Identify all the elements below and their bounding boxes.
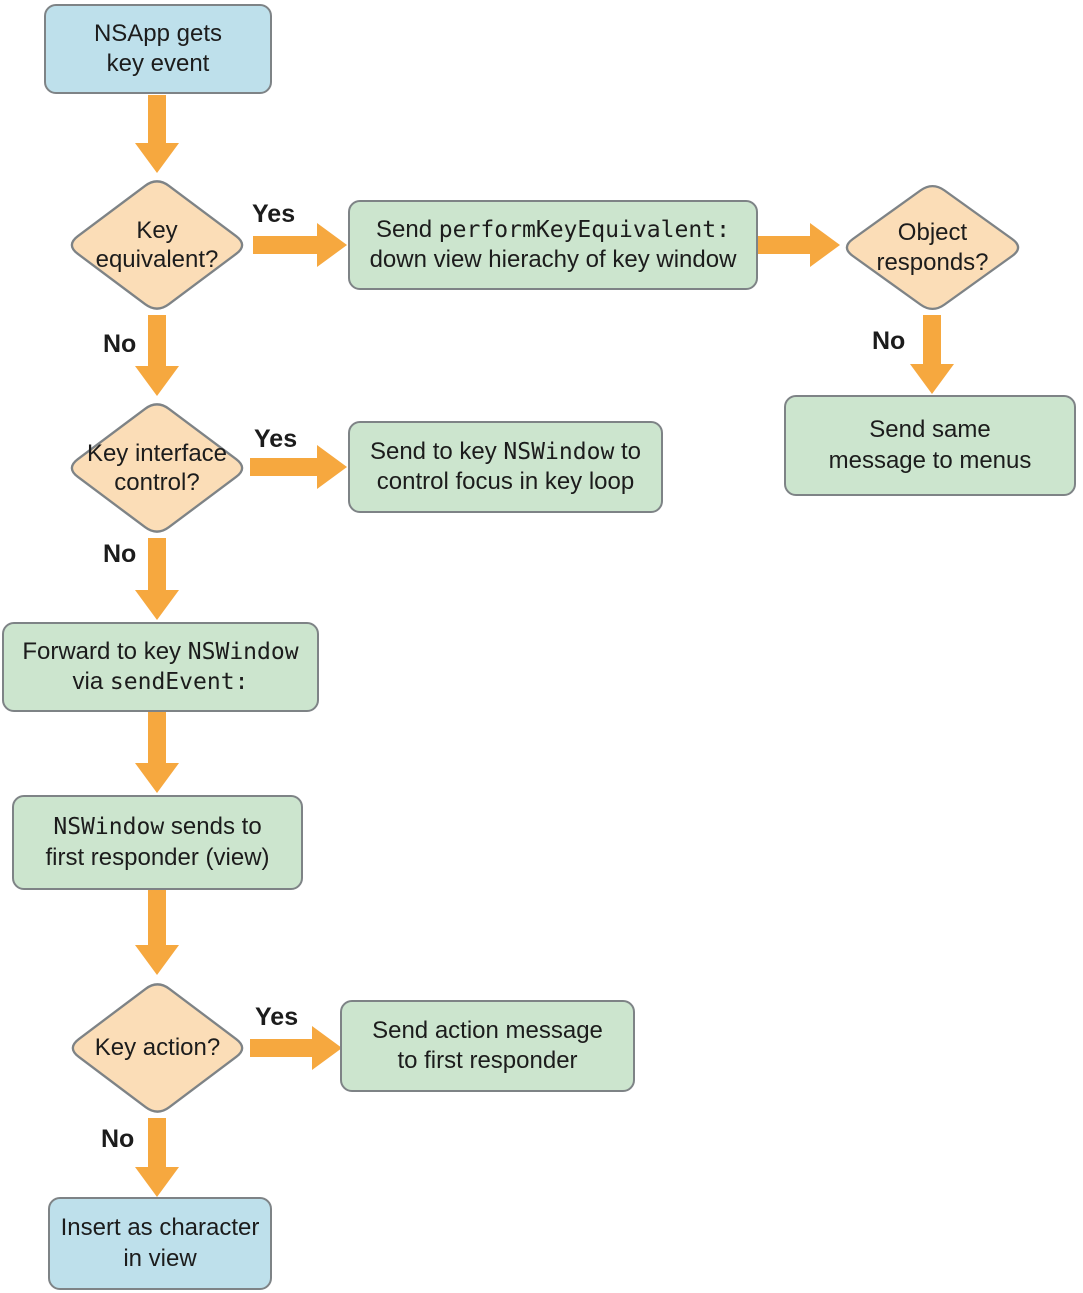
- node-send-same-message-to-menus: Send same message to menus: [784, 395, 1076, 496]
- node-nswindow-sends-to-first-responder: NSWindow sends to first responder (view): [12, 795, 303, 890]
- node-send-performkeyequivalent: Send performKeyEquivalent: down view hie…: [348, 200, 758, 290]
- arrow-key-equivalent-yes-head: [317, 223, 347, 267]
- diamond-shape: [70, 403, 244, 533]
- arrow-key-interface-yes-shaft: [250, 458, 317, 476]
- arrow-object-responds-no-head: [910, 364, 954, 394]
- code-segment: NSWindow: [187, 638, 299, 665]
- node-text-line: message to menus: [828, 446, 1032, 474]
- arrow-key-action-no-head: [135, 1167, 179, 1197]
- node-text-line: NSApp gets: [93, 19, 223, 47]
- node-text-line: control focus in key loop: [376, 468, 635, 495]
- decision-text-line: Key interface: [86, 439, 228, 467]
- text-segment: Forward to key: [22, 637, 188, 665]
- arrow-key-interface-no-shaft: [148, 538, 166, 590]
- node-send-action-message: Send action message to first responder: [340, 1000, 635, 1092]
- arrow-perform-to-object-responds-head: [810, 223, 840, 267]
- node-text-line: key event: [106, 50, 210, 77]
- node-text-line: to first responder: [397, 1047, 578, 1074]
- arrow-nsapp-to-key-equivalent-shaft: [148, 95, 166, 145]
- decision-text-line: equivalent?: [95, 246, 219, 273]
- no-label-key-action: No: [101, 1125, 135, 1153]
- decision-text-line: control?: [114, 469, 200, 496]
- node-send-to-key-nswindow: Send to key NSWindow to control focus in…: [348, 421, 663, 513]
- node-insert-as-character: Insert as character in view: [48, 1197, 272, 1290]
- node-text-line: via sendEvent:: [72, 667, 248, 697]
- yes-label-key-equivalent: Yes: [252, 200, 296, 228]
- diamond-shape: [71, 983, 244, 1113]
- node-text-line: Forward to key NSWindow: [22, 637, 298, 667]
- no-label-key-equivalent: No: [103, 330, 137, 358]
- decision-text-line: Object: [897, 219, 968, 247]
- code-segment: NSWindow: [503, 438, 615, 465]
- no-label-key-interface: No: [103, 540, 137, 568]
- text-segment: Send to key: [369, 437, 504, 465]
- decision-key-equivalent: Key equivalent?: [64, 175, 250, 315]
- node-text-line: Send performKeyEquivalent:: [376, 215, 730, 245]
- decision-text: Key interface control?: [87, 439, 227, 498]
- code-segment: performKeyEquivalent:: [438, 216, 730, 243]
- diamond-shape: [70, 180, 244, 310]
- node-text-line: Send same: [869, 416, 991, 444]
- decision-text-line: responds?: [876, 248, 989, 276]
- arrow-nswindow-sends-to-key-action-head: [135, 945, 179, 975]
- text-segment: sends to: [164, 813, 262, 841]
- arrow-key-action-no-shaft: [148, 1118, 166, 1167]
- node-text-line: Insert as character: [60, 1214, 260, 1242]
- decision-text: Key action?: [95, 1033, 220, 1062]
- arrow-key-equivalent-no-head: [135, 366, 179, 396]
- arrow-nswindow-sends-to-key-action-shaft: [148, 890, 166, 945]
- yes-label-key-interface: Yes: [254, 425, 298, 453]
- arrow-nsapp-to-key-equivalent-head: [135, 143, 179, 173]
- node-text-line: Send action message: [372, 1016, 603, 1044]
- decision-text-line: Key: [136, 216, 178, 244]
- text-segment: via: [72, 668, 110, 695]
- node-nsapp-gets-key-event: NSApp gets key event: [44, 4, 272, 94]
- node-text-line: first responder (view): [45, 843, 270, 871]
- arrow-object-responds-no-shaft: [923, 315, 941, 364]
- decision-key-action: Key action?: [65, 978, 250, 1118]
- arrow-forward-to-nswindow-sends-shaft: [148, 712, 166, 763]
- arrow-key-interface-no-head: [135, 590, 179, 620]
- code-segment: NSWindow: [53, 814, 165, 841]
- arrow-key-interface-yes-head: [317, 445, 347, 489]
- node-forward-to-key-nswindow: Forward to key NSWindow via sendEvent:: [2, 622, 319, 712]
- arrow-forward-to-nswindow-sends-head: [135, 763, 179, 793]
- node-text-line: Send to key NSWindow to: [370, 437, 641, 467]
- node-text-line: down view hierachy of key window: [369, 246, 737, 273]
- text-segment: Send: [376, 215, 439, 243]
- no-label-object-responds: No: [872, 327, 906, 355]
- text-segment: to: [614, 437, 642, 465]
- yes-label-key-action: Yes: [255, 1003, 299, 1031]
- decision-object-responds: Object responds?: [839, 180, 1026, 315]
- node-text-line: NSWindow sends to: [53, 812, 261, 842]
- decision-text-line: Key action?: [94, 1034, 221, 1062]
- decision-text: Key equivalent?: [96, 216, 219, 275]
- arrow-key-equivalent-no-shaft: [148, 315, 166, 366]
- arrow-key-action-yes-head: [312, 1026, 342, 1070]
- code-segment: sendEvent:: [109, 669, 249, 695]
- arrow-perform-to-object-responds-shaft: [758, 236, 810, 254]
- decision-key-interface-control: Key interface control?: [64, 398, 250, 538]
- node-text-line: in view: [123, 1244, 197, 1272]
- arrow-key-equivalent-yes-shaft: [253, 236, 317, 254]
- arrow-key-action-yes-shaft: [250, 1039, 312, 1057]
- decision-text: Object responds?: [876, 218, 988, 277]
- diamond-shape: [845, 185, 1020, 310]
